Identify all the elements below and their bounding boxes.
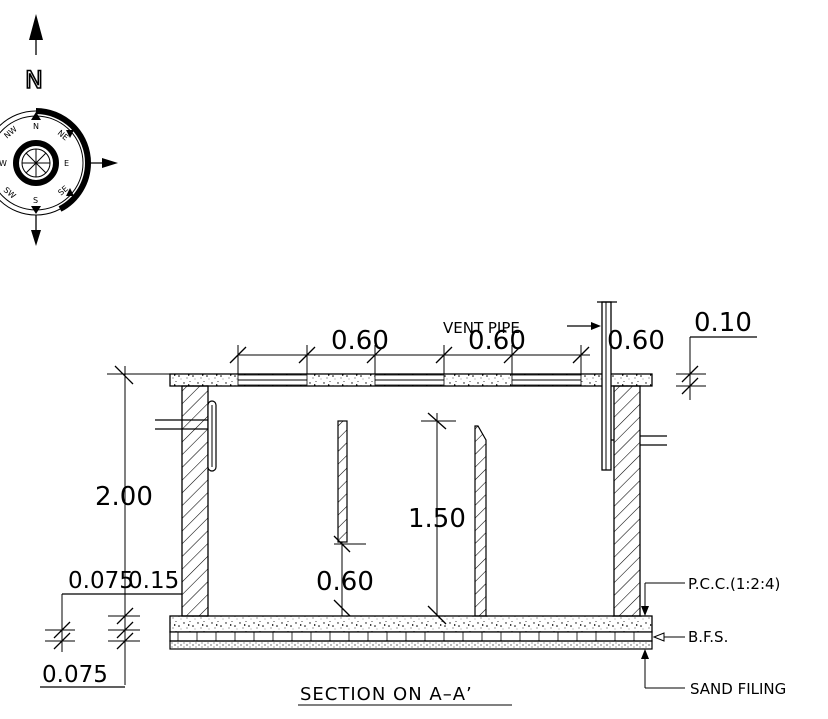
north-label: N — [25, 66, 43, 94]
slab-thickness-dimension — [676, 336, 757, 400]
dim-wall-thickness: 0.15 — [128, 568, 179, 594]
north-arrow: N — [24, 14, 44, 95]
sand-label: SAND FILING — [690, 680, 786, 698]
baffle-height-dimension — [421, 412, 456, 625]
svg-text:NW: NW — [2, 125, 18, 141]
right-wall — [613, 385, 641, 617]
dim-bottom-offset-lower: 0.075 — [42, 662, 108, 688]
svg-text:S: S — [33, 196, 38, 205]
baffle-right — [474, 425, 487, 617]
bfs-layer — [169, 631, 653, 642]
dim-top-right: 0.60 — [607, 326, 665, 356]
pcc-label: P.C.C.(1:2:4) — [688, 575, 780, 593]
sand-layer — [169, 640, 653, 650]
baffle-gap-dimension — [333, 535, 366, 617]
dim-slab-thickness: 0.10 — [694, 308, 752, 338]
bottom-left-dimensions — [40, 590, 183, 688]
dim-baffle-gap: 0.60 — [316, 567, 374, 597]
left-wall — [181, 385, 209, 617]
inlet-pipe — [155, 400, 217, 472]
pcc-layer — [169, 615, 653, 633]
svg-text:SW: SW — [2, 185, 18, 200]
bfs-label: B.F.S. — [688, 628, 728, 646]
vent-pipe — [567, 301, 617, 471]
bfs-callout — [652, 632, 685, 642]
dim-bottom-offset-upper: 0.075 — [68, 568, 134, 594]
vent-pipe-label: VENT PIPE — [443, 319, 520, 337]
svg-text:N: N — [33, 122, 39, 131]
svg-text:E: E — [64, 159, 69, 168]
top-slab — [169, 373, 653, 387]
dim-baffle-height: 1.50 — [408, 504, 466, 534]
total-height-dimension — [107, 365, 170, 625]
dim-total-height: 2.00 — [95, 482, 153, 512]
svg-text:W: W — [0, 159, 7, 168]
baffle-left — [337, 420, 348, 543]
dim-top-mid: 0.60 — [468, 326, 526, 356]
sand-callout — [641, 649, 685, 689]
dim-top-left: 0.60 — [331, 326, 389, 356]
section-title: SECTION ON A–A’ — [300, 684, 473, 705]
pcc-callout — [641, 582, 685, 616]
top-dimension-line — [229, 345, 590, 374]
compass-icon: N NE E SE S SW W NW — [0, 108, 118, 246]
